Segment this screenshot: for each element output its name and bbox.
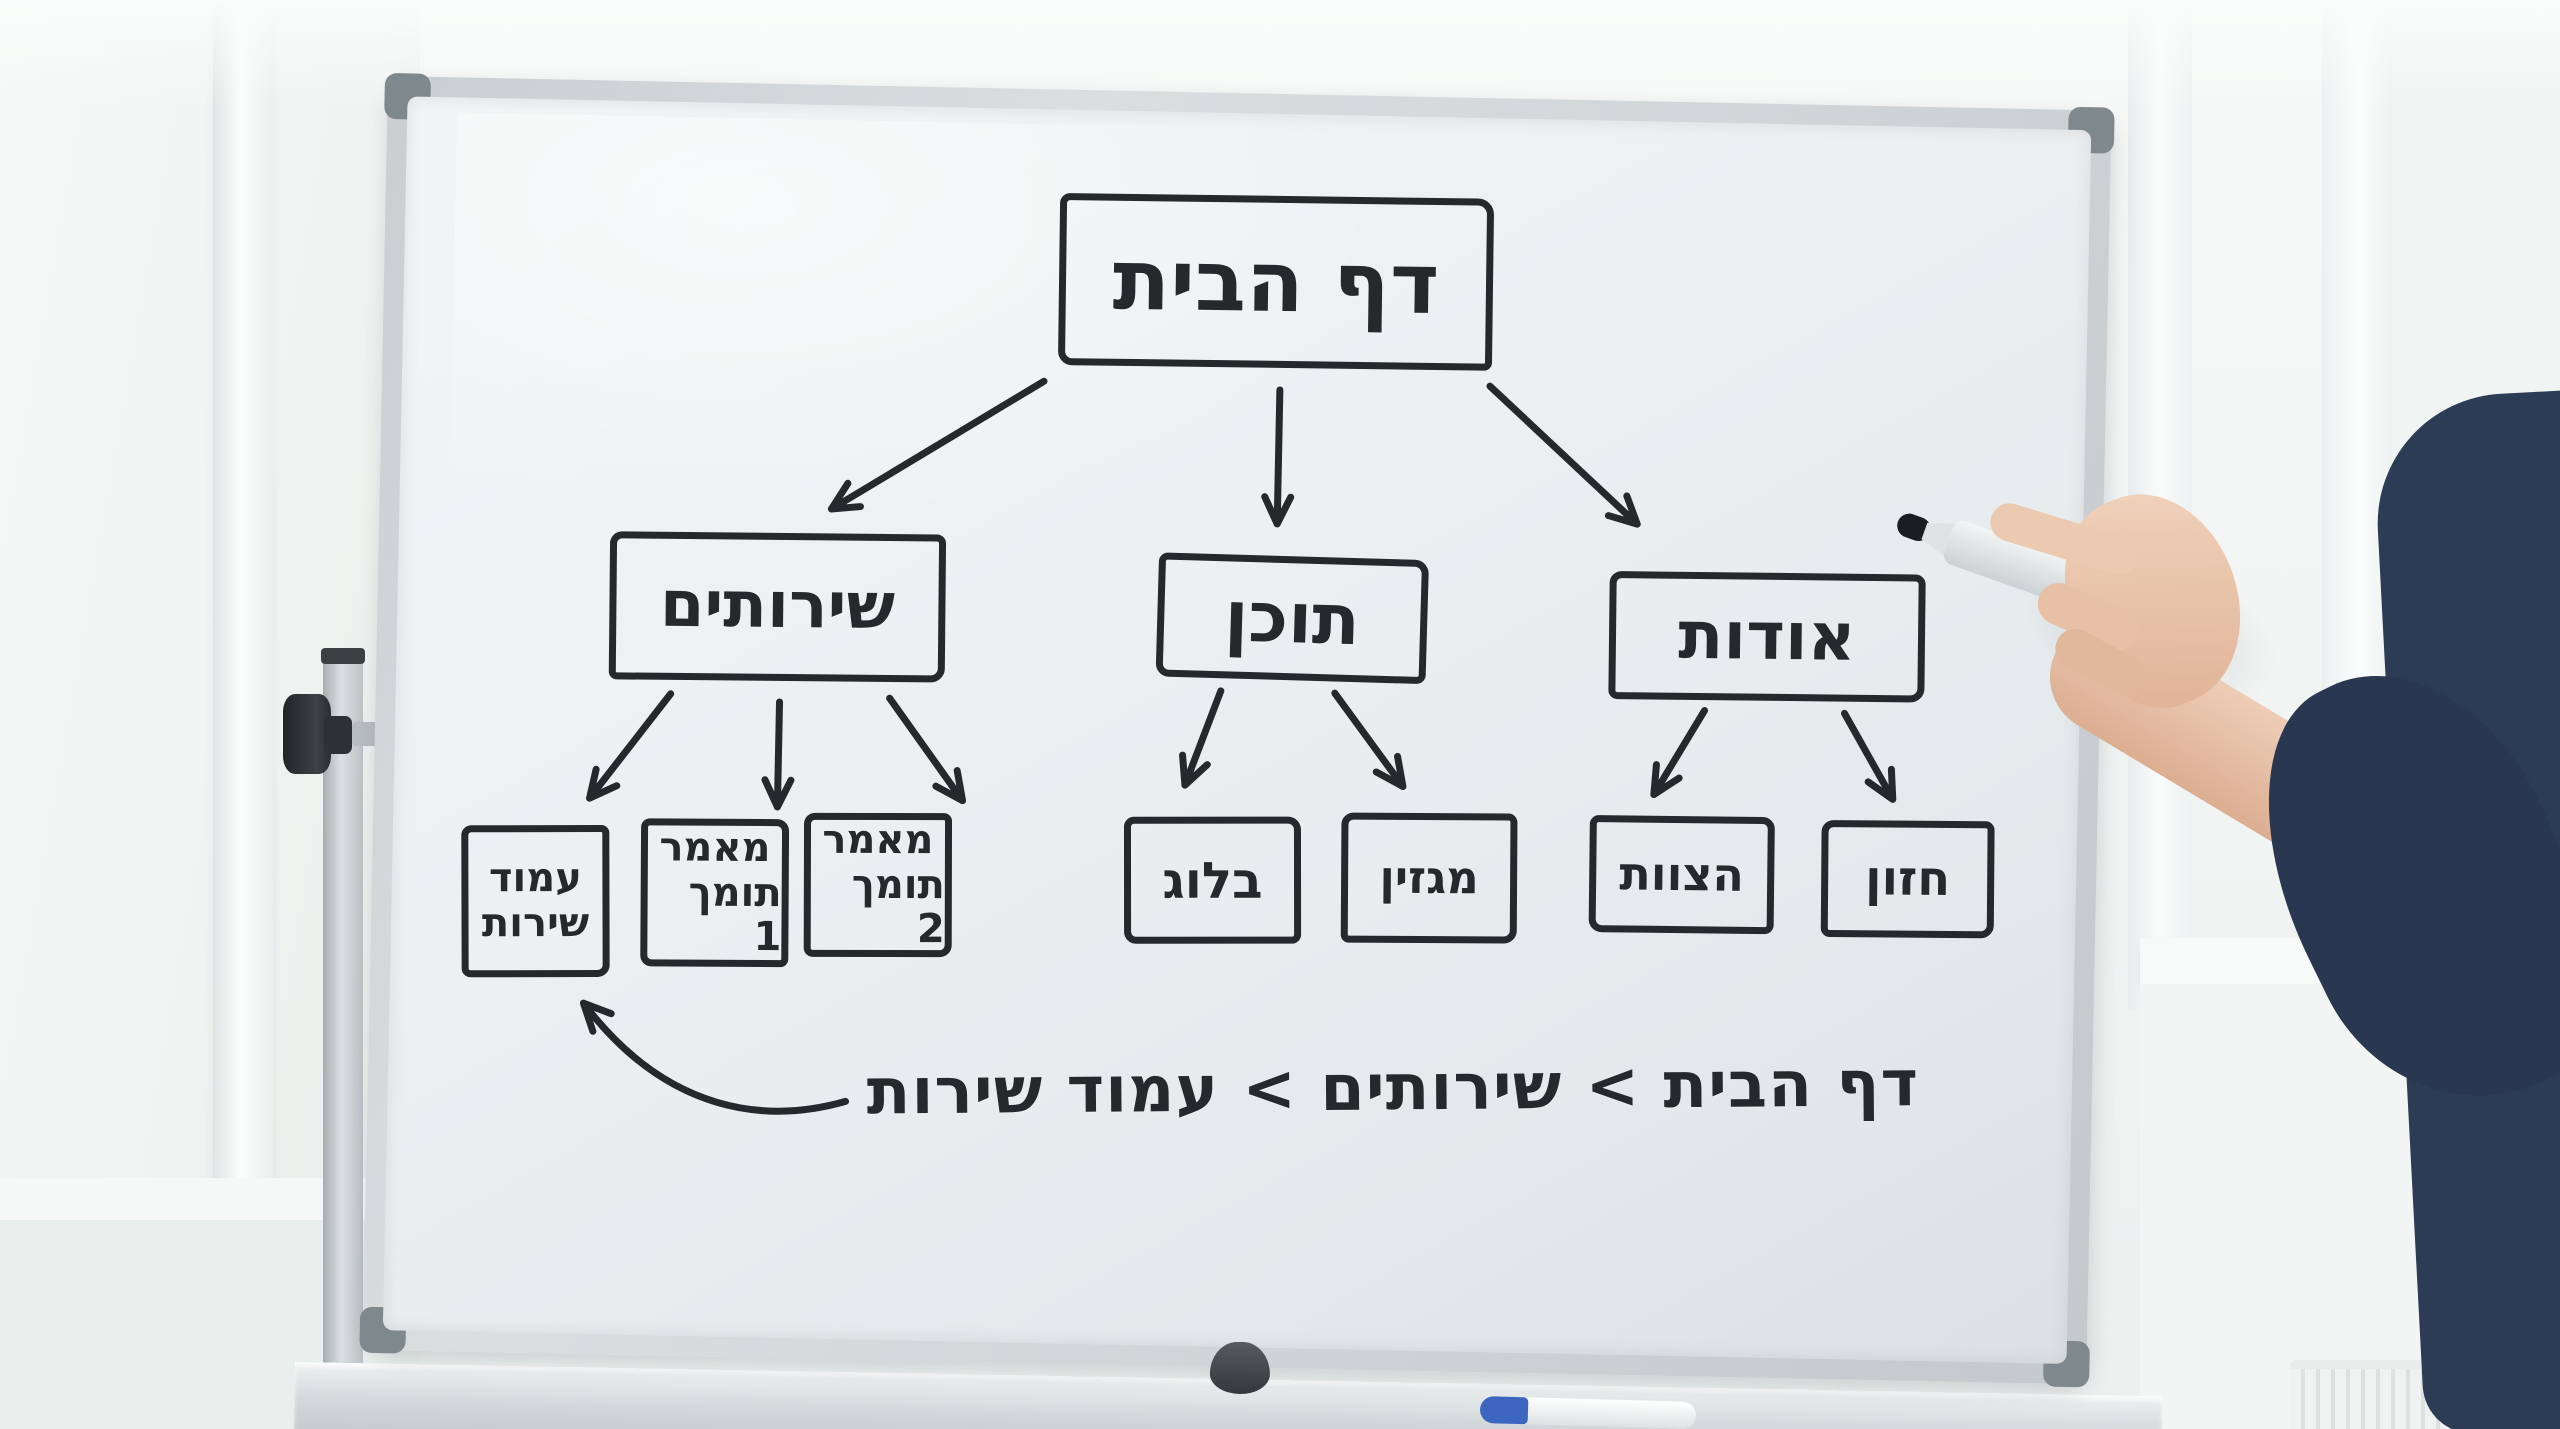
arrow-home-to-content [1261,386,1295,528]
node-label: שירותים [659,567,896,645]
node-label-line: מאמר [659,824,771,871]
breadcrumb-note: דף הבית > שירותים > עמוד שירות [866,1047,1920,1130]
node-label: מגזין [1379,850,1479,905]
easel-lock-knob [283,694,331,774]
node-supporting-article-2: מאמר תומך 2 [803,812,953,958]
node-label-line: תומך 1 [688,869,782,961]
arrow-home-to-services [827,377,1048,513]
arrow-services-to-article2 [886,694,967,805]
arrow-content-to-blog [1179,687,1225,789]
node-supporting-article-1: מאמר תומך 1 [640,818,790,968]
node-label: דף הבית [1112,230,1440,333]
window-pane-right [2392,0,2560,940]
tray-marker-blue-cap [1479,1395,1529,1425]
easel-post-cap [321,648,365,664]
arrow-content-to-magazine [1331,689,1407,791]
node-label-line: עמוד [488,855,582,902]
window-sill-right [2140,938,2560,986]
arrow-services-to-service-page [586,690,675,802]
node-label-line: תומך 2 [851,861,945,953]
arrow-breadcrumb-to-service-page [579,999,850,1115]
whiteboard: דף הבית שירותים תוכן אודות עמוד שירות מא… [359,72,2115,1388]
window-frame-vertical-mid-right [2128,0,2192,1010]
window-frame-vertical-right [2322,0,2394,985]
arrow-about-to-vision [1841,709,1897,803]
node-services: שירותים [608,531,947,683]
node-label: בלוג [1162,851,1263,910]
node-label: חזון [1864,849,1951,907]
arrow-services-to-article1 [761,698,795,811]
node-service-page: עמוד שירות [461,824,610,978]
easel-post-left [323,660,363,1429]
node-blog: בלוג [1123,816,1302,944]
easel-lock-knob-hub [324,716,352,754]
node-label: אודות [1677,596,1857,676]
radiator [2290,1360,2530,1429]
node-vision: חזון [1820,819,1995,939]
node-team: הצוות [1588,815,1775,935]
node-about: אודות [1608,571,1926,703]
connector-arrows [579,377,1897,1115]
arrow-about-to-team [1650,707,1709,799]
arrow-home-to-about [1486,382,1641,528]
node-label: הצוות [1619,846,1745,902]
node-label-line: שירות [481,899,590,947]
node-label: תוכן [1223,575,1362,661]
node-content: תוכן [1155,552,1430,685]
node-label-line: מאמר [822,816,934,863]
node-magazine: מגזין [1340,812,1518,944]
sitemap-diagram: דף הבית שירותים תוכן אודות עמוד שירות מא… [362,76,2111,1384]
node-home: דף הבית [1057,193,1495,371]
